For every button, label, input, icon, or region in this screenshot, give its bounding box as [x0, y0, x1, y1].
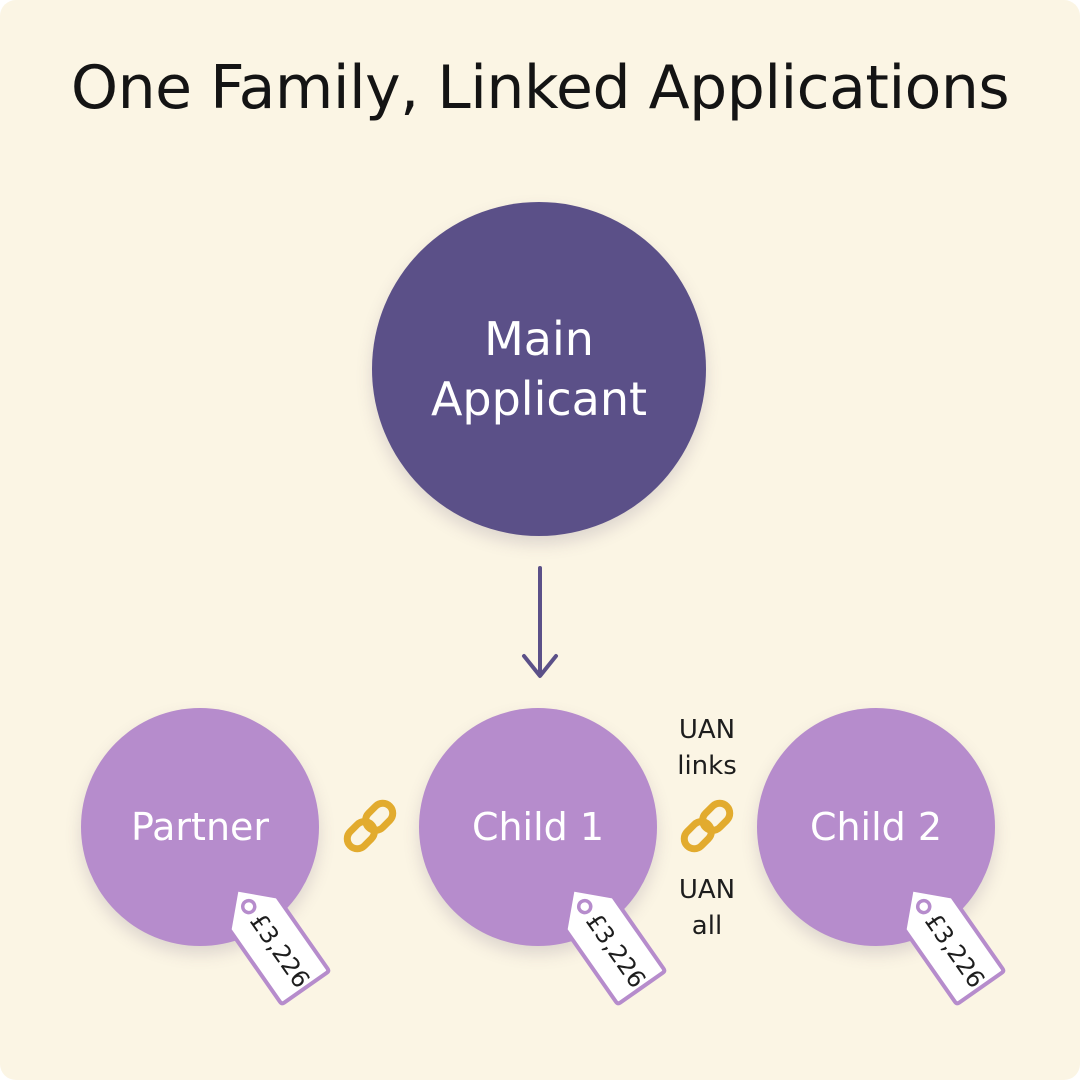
- child-1-price-tag: £3,226: [544, 868, 670, 1009]
- chain-link-icon: [343, 799, 397, 853]
- price-tag-icon: [227, 887, 331, 1006]
- price-tag-icon: [563, 887, 667, 1006]
- uan-links-label: UAN links: [677, 715, 737, 781]
- uan-all-label: UAN all: [678, 875, 736, 941]
- main-applicant-label: Main Applicant: [430, 312, 648, 426]
- partner-label: Partner: [130, 805, 270, 849]
- diagram-title: One Family, Linked Applications: [70, 53, 1010, 123]
- partner-price-tag: £3,226: [208, 868, 334, 1009]
- child-2-label: Child 2: [809, 805, 943, 849]
- child-2-price-tag: £3,226: [883, 868, 1009, 1009]
- arrow-down-icon: [522, 566, 558, 678]
- main-applicant-node: Main Applicant: [372, 202, 706, 536]
- child-1-label: Child 1: [471, 805, 605, 849]
- chain-link-icon: [680, 799, 734, 853]
- price-tag-icon: [902, 887, 1006, 1006]
